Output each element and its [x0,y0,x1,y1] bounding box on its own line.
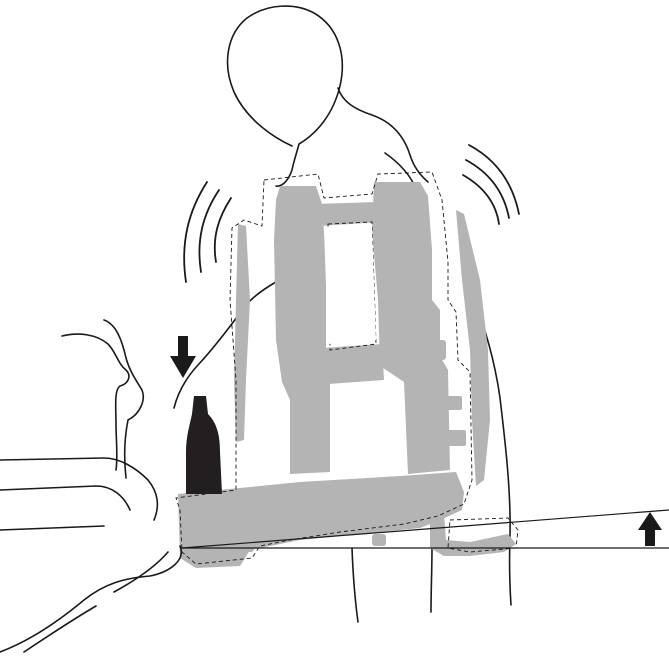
bottle-icon [186,396,222,494]
frame-left-rail [274,186,330,474]
frame-tab-2 [240,540,254,552]
frame-lug-3 [440,430,466,446]
frame-lug-1 [434,340,446,360]
person-head [228,6,343,186]
frame-tab-1 [372,534,386,546]
frame-foot-hook [430,512,516,556]
frame-lower-window [334,384,388,472]
person-neck-back [338,88,428,182]
vibration-waves-left-icon [184,182,231,282]
person-left-leg [352,548,358,622]
person-right-leg [431,548,432,612]
up-arrow-icon [638,512,662,546]
seat-outline [0,320,181,652]
frame-window [324,226,376,344]
person-left-arm [174,282,276,408]
vibration-waves-right-icon [463,145,519,224]
frame-lug-2 [440,396,462,410]
